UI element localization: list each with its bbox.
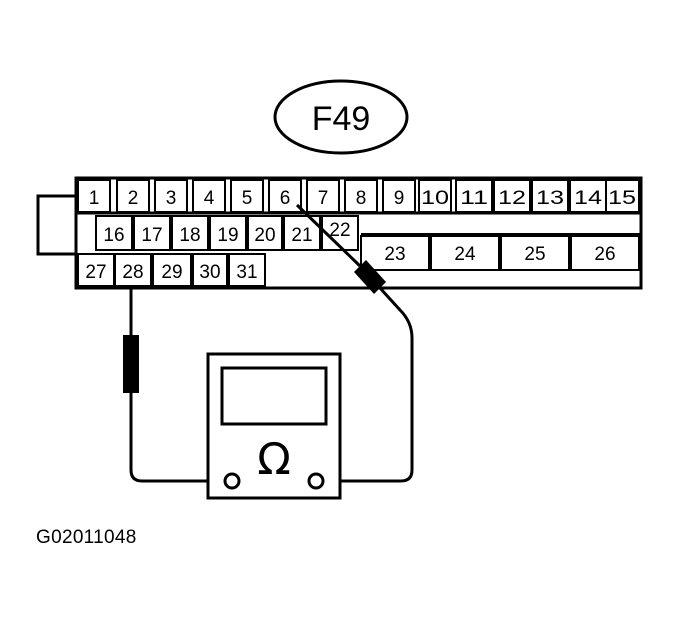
pin-18: 18 [179,225,200,246]
pin-26: 26 [594,244,615,265]
pin-labels-row-2-large: 23 24 25 26 [384,244,615,265]
pin-23: 23 [384,244,405,265]
pin-13: 13 [536,188,564,209]
probe-left-handle [123,335,139,393]
pin-17: 17 [141,225,162,246]
ohm-symbol: Ω [257,434,291,485]
pin-labels-row-2: 16 17 18 19 20 21 22 [103,220,350,246]
connector-latch [36,194,76,256]
probe-right [295,203,414,483]
ohmmeter-display [220,366,328,426]
pin-31: 31 [236,262,257,283]
pin-14: 14 [574,188,603,209]
pin-20: 20 [254,225,275,246]
pin-6: 6 [280,188,291,209]
pin-24: 24 [454,244,476,265]
pin-27: 27 [85,262,106,283]
probe-left [123,286,226,483]
pin-10: 10 [421,188,449,209]
pin-row-1 [77,179,640,213]
pin-labels-row-1: 1 2 3 4 5 6 7 8 9 10 11 12 13 14 15 [89,188,636,209]
pin-12: 12 [498,188,526,209]
pin-25: 25 [524,244,545,265]
pin-16: 16 [103,225,124,246]
pin-15: 15 [608,188,636,209]
pin-7: 7 [318,188,329,209]
pin-9: 9 [394,188,405,209]
probe-right-handle [354,260,386,294]
pin-5: 5 [242,188,253,209]
pin-8: 8 [356,188,367,209]
pin-28: 28 [122,262,143,283]
pin-row-2-large [360,235,640,271]
connector-label: F49 [312,100,371,138]
pin-3: 3 [166,188,177,209]
pin-30: 30 [199,262,220,283]
pin-11: 11 [460,188,488,209]
connector-label-badge: F49 [273,79,409,155]
terminal-left [223,472,241,490]
pin-labels-row-3: 27 28 29 30 31 [85,262,257,283]
pin-row-3 [77,253,266,287]
terminal-right [307,472,325,490]
ohmmeter-icon: Ω [206,352,342,500]
pin-21: 21 [291,225,312,246]
pin-4: 4 [204,188,215,209]
pin-1: 1 [89,188,100,209]
pin-22: 22 [329,220,350,241]
figure-id: G02011048 [36,527,137,548]
pin-19: 19 [217,225,238,246]
pin-2: 2 [128,188,139,209]
pin-29: 29 [161,262,182,283]
